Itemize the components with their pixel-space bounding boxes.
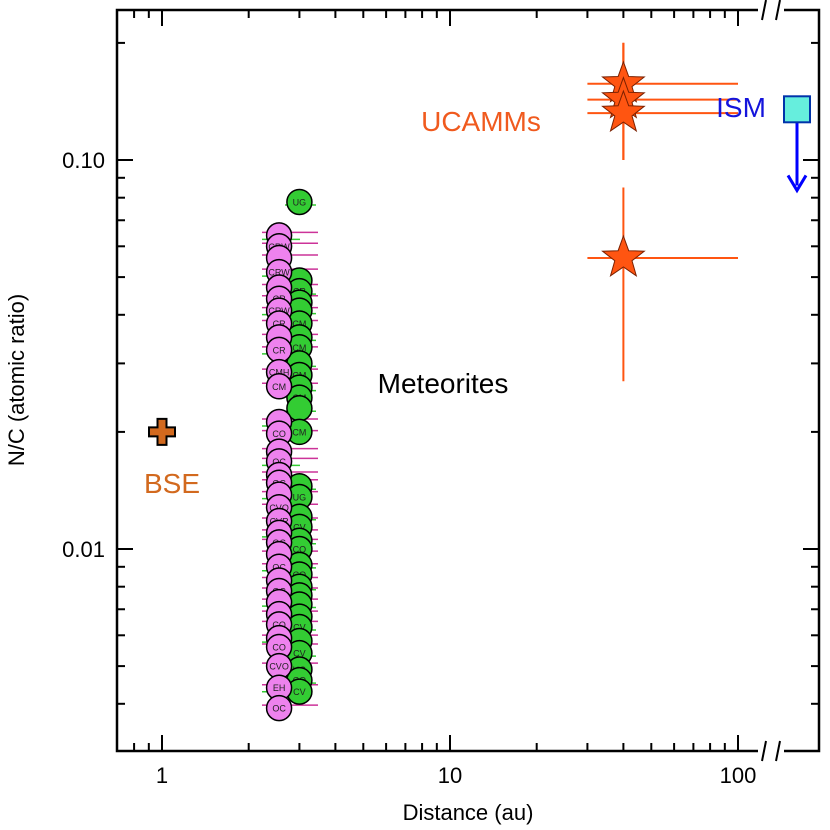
x-tick-label: 1 [156,763,168,788]
y-tick-label: 0.10 [62,148,105,173]
carbonaceous-meteorite-label: CM [292,427,306,437]
axis-break-bottom-0 [761,740,767,762]
carbonaceous-meteorite-marker [286,188,313,216]
annotation-ucamms: UCAMMs [421,106,541,137]
other-meteorite-label: CO [272,429,286,439]
carbonaceous-meteorite-label: CM [292,343,306,353]
carbonaceous-meteorite-label: UG [293,493,307,503]
annotation-meteorites: Meteorites [378,368,509,399]
carbonaceous-meteorite-label: CV [293,522,306,532]
y-axis-title: N/C (atomic ratio) [4,294,29,466]
other-meteorite-label: OC [272,704,286,714]
other-meteorite-marker [265,373,293,400]
annotation-bse: BSE [144,468,200,499]
other-meteorite-label: CMH [269,368,290,378]
x-tick-label: 10 [438,763,462,788]
other-meteorite-label: CVO [269,662,289,672]
ucamm-star-marker [601,234,646,277]
carbonaceous-meteorite-label: CM [292,319,306,329]
other-meteorite-label: CO [272,642,286,652]
carbonaceous-meteorite-label: CV [293,649,306,659]
ism-square-marker [783,95,811,124]
carbonaceous-meteorite-label: CV [293,623,306,633]
other-meteorite-label: CR [273,319,286,329]
axes [115,0,821,762]
other-meteorite-marker [265,694,293,722]
carbonaceous-meteorite-label: CV [293,687,306,697]
carbonaceous-meteorite-label: CO [293,545,307,555]
axis-break-top-0 [761,0,767,21]
ism-arrow-head [786,174,808,194]
axis-break-top-1 [775,0,781,21]
carbonaceous-meteorite-label: UG [293,197,307,207]
other-meteorite-label: EH [273,683,286,693]
x-axis-title: Distance (au) [403,800,534,825]
annotation-ism: ISM [716,92,766,123]
y-tick-label: 0.01 [62,537,105,562]
other-meteorite-label: CR [273,345,286,355]
tick-layer: 1 10 100 0.01 0.10 [62,10,819,788]
bse-plus-marker [148,417,176,446]
x-tick-label: 100 [720,763,757,788]
plot-frame [115,8,821,753]
other-meteorite-label: CRW [268,268,290,278]
other-meteorite-label: CM [272,382,286,392]
marker-layer: UGCRCMCMCMCMCMUGCVCOCOCOCVCVUGCOCVCRWCRW… [148,60,811,722]
ucamm-star-marker [601,89,646,133]
axis-break-bottom-1 [775,740,781,762]
